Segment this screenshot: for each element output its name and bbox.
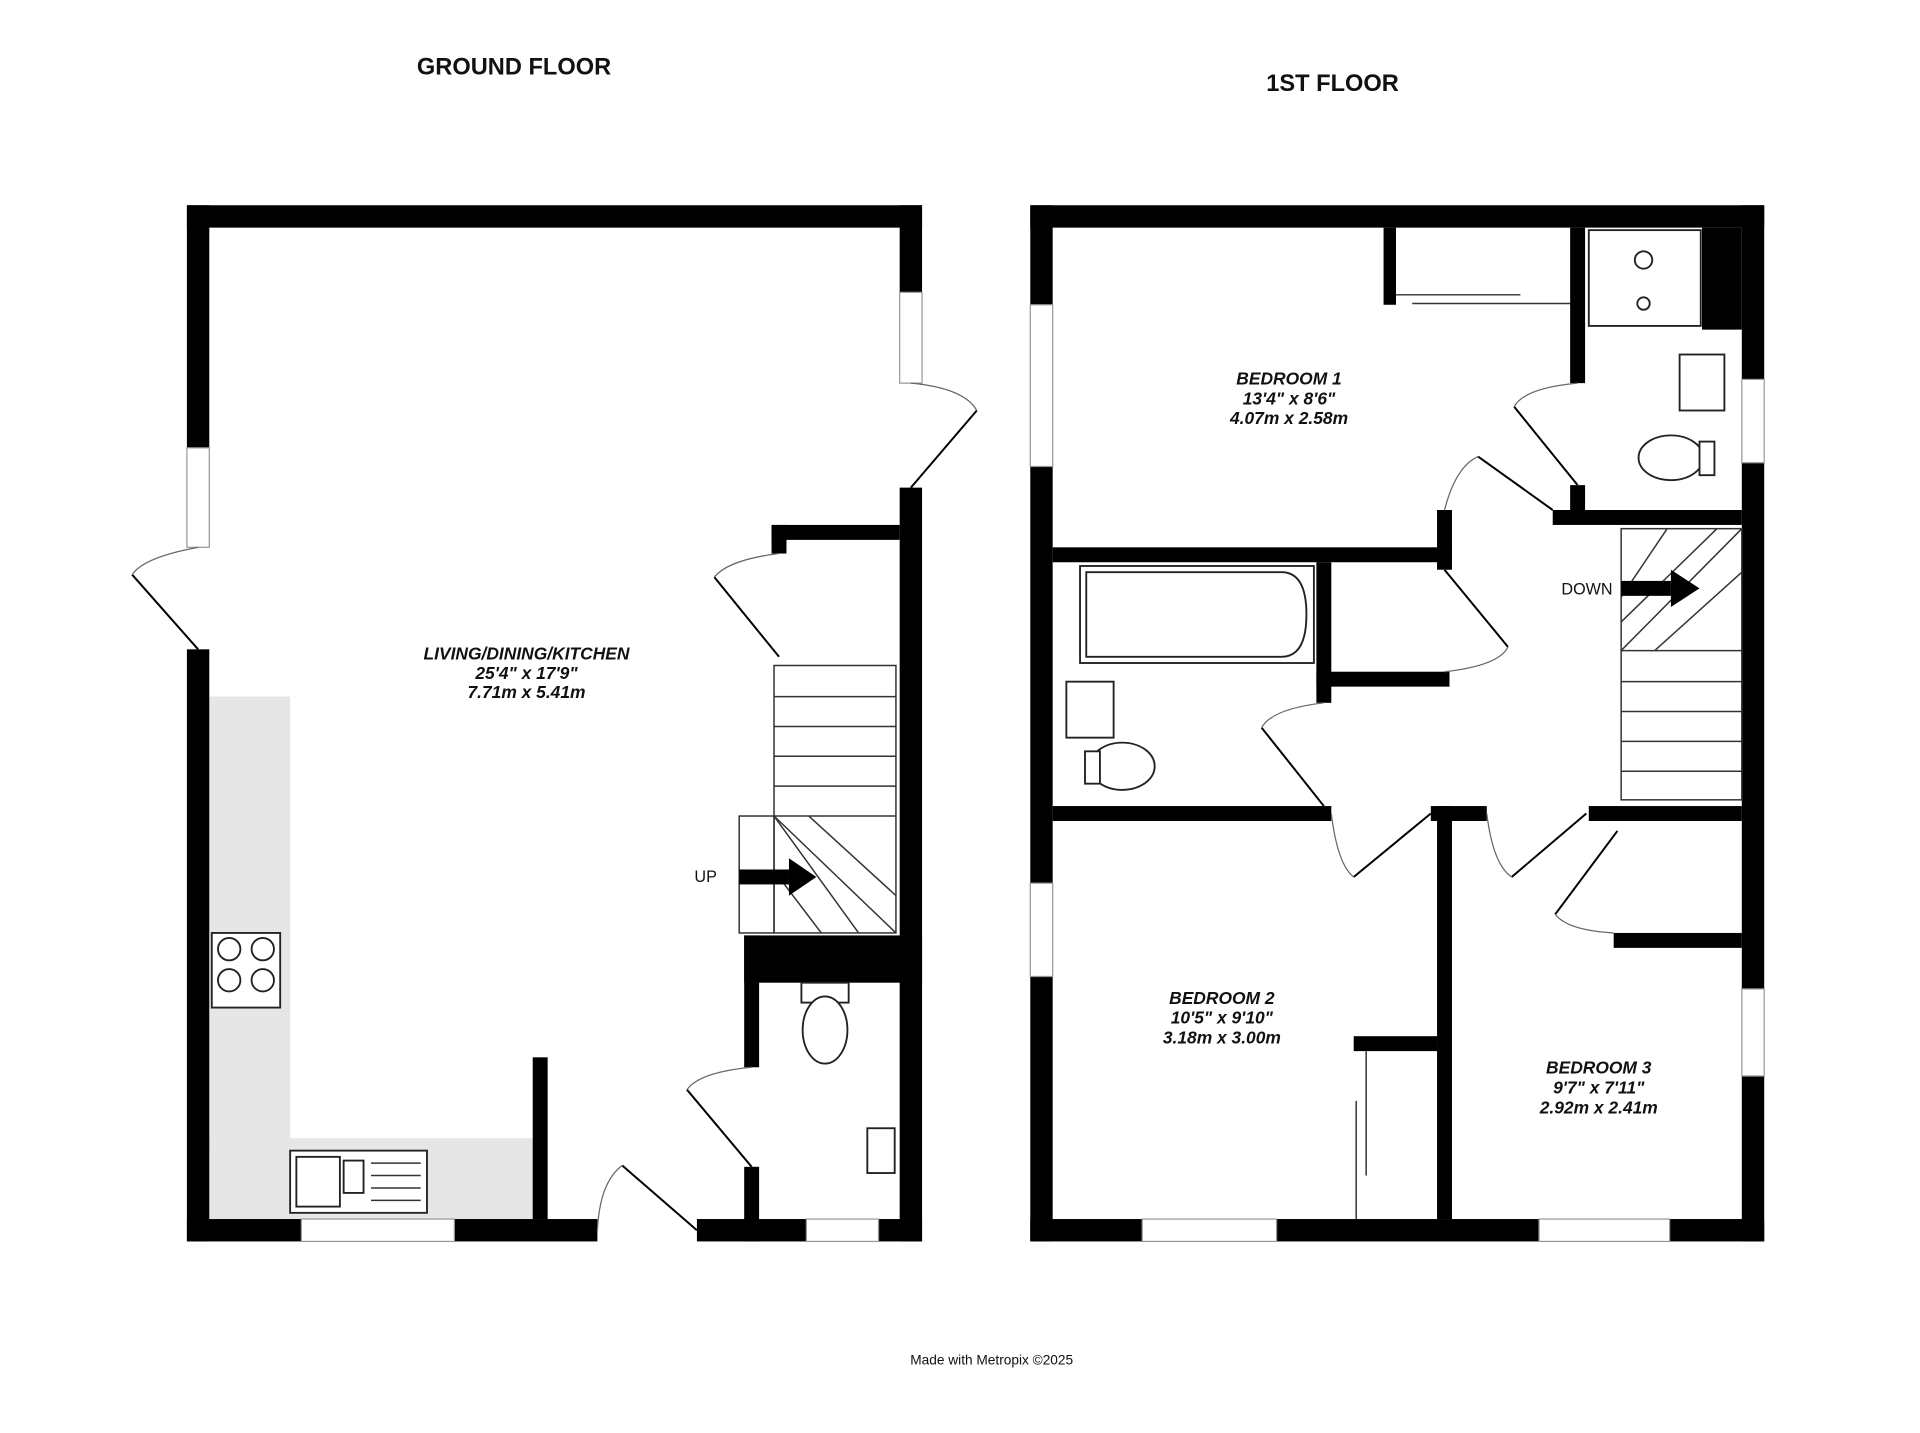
- room-metric: 4.07m x 2.58m: [1229, 408, 1348, 428]
- window: [1741, 378, 1765, 464]
- toilet-icon: [800, 981, 850, 1065]
- window: [1029, 304, 1054, 468]
- kitchen-counter: [209, 696, 291, 1151]
- window: [899, 291, 923, 384]
- room-metric: 2.92m x 2.41m: [1539, 1097, 1658, 1117]
- window: [300, 1218, 455, 1243]
- basin-icon: [1678, 353, 1726, 412]
- window: [805, 1218, 880, 1243]
- room-metric: 3.18m x 3.00m: [1163, 1028, 1281, 1048]
- bath-icon: [1079, 565, 1315, 664]
- basin-icon: [1065, 680, 1115, 739]
- room-imperial: 9'7" x 7'11": [1553, 1077, 1645, 1097]
- first-floor-title: 1ST FLOOR: [1266, 71, 1399, 97]
- walls: [186, 205, 923, 1242]
- window: [1029, 882, 1054, 978]
- window: [1538, 1218, 1671, 1243]
- doors: [131, 382, 978, 1231]
- first-floor-plan: DOWN BEDROOM 1 13'4" x 8'6" 4.07m x 2.58…: [1029, 205, 1765, 1243]
- footer-credit: Made with Metropix ©2025: [910, 1353, 1073, 1368]
- stairs-down-label: DOWN: [1561, 581, 1612, 599]
- walls: [1030, 205, 1765, 1242]
- room-name: BEDROOM 3: [1546, 1058, 1652, 1078]
- room-name: BEDROOM 2: [1169, 988, 1275, 1008]
- window: [1141, 1218, 1278, 1243]
- room-metric: 7.71m x 5.41m: [467, 682, 585, 702]
- basin-icon: [866, 1127, 896, 1174]
- arrow-down-icon: [1621, 580, 1671, 596]
- arrow-up-icon: [739, 869, 789, 885]
- room-name: LIVING/DINING/KITCHEN: [424, 643, 630, 663]
- ground-floor-title: GROUND FLOOR: [417, 55, 611, 81]
- sink-icon: [289, 1149, 428, 1214]
- staircase: [738, 664, 897, 934]
- room-imperial: 10'5" x 9'10": [1171, 1008, 1274, 1028]
- doors: [1260, 294, 1619, 1220]
- room-imperial: 25'4" x 17'9": [474, 663, 578, 683]
- window: [186, 447, 210, 548]
- toilet-icon: [1637, 434, 1716, 482]
- ground-floor-plan: UP LIVING/DINING/KITCHEN 25'4" x 17'9" 7…: [131, 205, 978, 1243]
- window: [1741, 988, 1765, 1077]
- hob-icon: [210, 932, 282, 1009]
- toilet-icon: [1084, 741, 1156, 791]
- stairs-up-label: UP: [694, 868, 716, 886]
- room-name: BEDROOM 1: [1236, 368, 1341, 388]
- staircase: [1620, 527, 1743, 801]
- shower-icon: [1587, 229, 1702, 327]
- room-imperial: 13'4" x 8'6": [1243, 388, 1336, 408]
